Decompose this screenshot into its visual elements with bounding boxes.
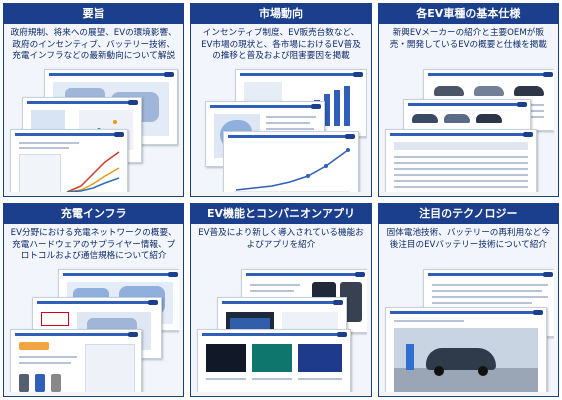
card-charging-infrastructure: 充電インフラ EV分野における充電ネットワークの概要、充電ハードウェアのサプライ… bbox=[3, 203, 185, 397]
slide-preview bbox=[10, 329, 142, 392]
card-ev-features-apps: EV機能とコンパニオンアプリ EV普及により新しく導入されている機能およびアプリ… bbox=[190, 203, 372, 397]
slide-preview bbox=[223, 131, 360, 192]
slide-thumbnails bbox=[383, 267, 554, 392]
card-title: EV機能とコンパニオンアプリ bbox=[191, 204, 371, 224]
slide-thumbnails bbox=[383, 67, 554, 192]
slide-thumbnails bbox=[195, 267, 367, 392]
card-ev-specs: 各EV車種の基本仕様 新興EVメーカーの紹介と主要OEMが販売・開発しているEV… bbox=[377, 3, 559, 197]
card-description: 固体電池技術、バッテリーの再利用など今後注目のEVバッテリー技術について紹介 bbox=[386, 228, 550, 250]
card-summary: 要旨 政府規制、将来への展望、EVの環境影響、政府のインセンティブ、バッテリー技… bbox=[3, 3, 185, 197]
card-market-trends: 市場動向 インセンティブ制度、EV販売台数など、EV市場の現状と、各市場における… bbox=[190, 3, 372, 197]
card-description: 新興EVメーカーの紹介と主要OEMが販売・開発しているEVの概要と仕様を掲載 bbox=[389, 28, 547, 50]
slide-preview bbox=[197, 329, 352, 392]
slide-thumbnails bbox=[8, 67, 179, 192]
slide-preview bbox=[10, 129, 128, 192]
slide-thumbnails bbox=[195, 67, 367, 192]
slide-preview bbox=[384, 307, 547, 392]
card-description: EV普及により新しく導入されている機能およびアプリを紹介 bbox=[198, 228, 364, 250]
card-title: 要旨 bbox=[4, 4, 184, 24]
line-chart-icon bbox=[234, 148, 351, 192]
line-chart-icon bbox=[66, 151, 120, 192]
report-contents-grid: 要旨 政府規制、将来への展望、EVの環境影響、政府のインセンティブ、バッテリー技… bbox=[3, 3, 559, 397]
card-title: 充電インフラ bbox=[4, 204, 184, 224]
slide-thumbnails bbox=[8, 267, 180, 392]
card-emerging-technology: 注目のテクノロジー 固体電池技術、バッテリーの再利用など今後注目のEVバッテリー… bbox=[377, 203, 559, 397]
slide-preview bbox=[384, 129, 537, 192]
card-description: インセンティブ制度、EV販売台数など、EV市場の現状と、各市場におけるEV普及の… bbox=[201, 28, 361, 61]
card-description: 政府規制、将来への展望、EVの環境影響、政府のインセンティブ、バッテリー技術、充… bbox=[10, 28, 177, 61]
card-title: 各EV車種の基本仕様 bbox=[378, 4, 558, 24]
supplier-logo-icon bbox=[41, 312, 67, 324]
card-description: EV分野における充電ネットワークの概要、充電ハードウェアのサプライヤー情報、プロ… bbox=[10, 228, 177, 261]
card-title: 市場動向 bbox=[191, 4, 371, 24]
card-title: 注目のテクノロジー bbox=[378, 204, 558, 224]
